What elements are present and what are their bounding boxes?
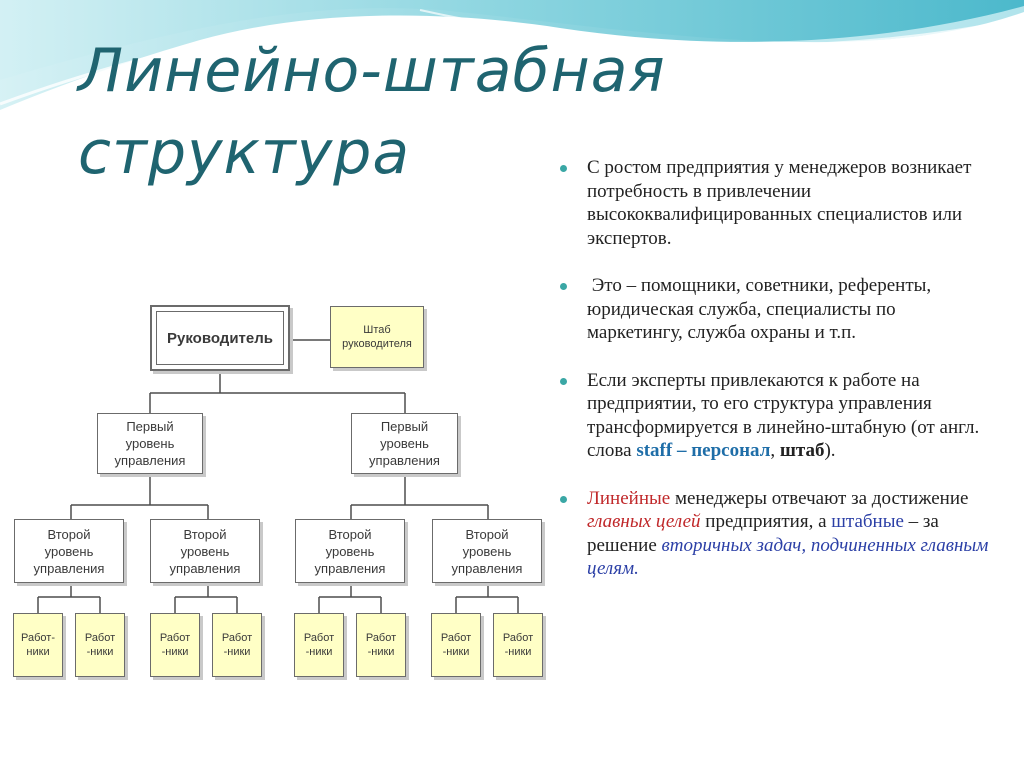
- slide-title-line1: Линейно-штабная: [78, 36, 666, 106]
- level2-4-line2: уровень: [462, 543, 512, 559]
- head-label: Руководитель: [167, 329, 273, 347]
- level1-left-line3: управления: [114, 453, 186, 468]
- staff-box: Штаб руководителя: [330, 306, 424, 368]
- level1-right-line3: управления: [369, 453, 440, 468]
- workers-3-line1: Работ: [159, 632, 191, 644]
- level2-box-2: Второй уровень управления: [150, 519, 260, 583]
- workers-8-line2: -ники: [504, 646, 532, 658]
- workers-box-8: Работ -ники: [493, 613, 543, 677]
- workers-4-line1: Работ: [221, 632, 253, 644]
- bullet-3-end: ).: [824, 440, 836, 461]
- bullet-2-text: Это – помощники, советники, референты, ю…: [587, 275, 936, 343]
- bullet-item-1: С ростом предприятия у менеджеров возник…: [556, 156, 996, 250]
- head-box-inner: Руководитель: [156, 311, 284, 365]
- level2-box-4: Второй уровень управления: [432, 519, 542, 583]
- slide-title-line2: структура: [78, 118, 411, 188]
- level2-3-line3: управления: [314, 560, 386, 576]
- workers-box-2: Работ -ники: [75, 613, 125, 677]
- workers-8-line1: Работ: [502, 632, 534, 644]
- workers-7-line2: -ники: [442, 646, 470, 658]
- org-chart-connectors: [37, 339, 519, 613]
- workers-2-line1: Работ: [84, 632, 116, 644]
- level2-3-line2: уровень: [325, 543, 375, 559]
- workers-5-line2: -ники: [305, 646, 333, 658]
- workers-box-4: Работ -ники: [212, 613, 262, 677]
- workers-1-line1: Работ-: [21, 632, 55, 644]
- workers-6-line2: -ники: [367, 646, 395, 658]
- level2-1-line3: управления: [33, 560, 105, 576]
- level1-right-line2: уровень: [380, 436, 429, 451]
- level2-2-line1: Второй: [183, 526, 227, 542]
- workers-box-3: Работ -ники: [150, 613, 200, 677]
- workers-2-line2: -ники: [86, 646, 114, 658]
- workers-1-line2: ники: [26, 646, 50, 658]
- level2-3-line1: Второй: [328, 526, 372, 542]
- bullet-dot: [560, 165, 567, 172]
- level2-2-line2: уровень: [180, 543, 230, 559]
- workers-4-line2: -ники: [223, 646, 251, 658]
- staff-term: staff – персонал: [636, 440, 771, 461]
- secondary-tasks-term: вторичных задач, подчиненных главным цел…: [587, 534, 989, 580]
- bullet-item-4: Линейные менеджеры отвечают за достижени…: [556, 487, 996, 581]
- bullet-1-text: С ростом предприятия у менеджеров возник…: [587, 157, 972, 249]
- level1-right-line1: Первый: [380, 419, 429, 434]
- bullet-dot: [560, 283, 567, 290]
- level1-left-line2: уровень: [125, 436, 175, 451]
- level1-box-left: Первый уровень управления: [97, 413, 203, 474]
- level2-1-line1: Второй: [47, 526, 91, 542]
- workers-3-line2: -ники: [161, 646, 189, 658]
- workers-6-line1: Работ: [365, 632, 397, 644]
- workers-box-1: Работ- ники: [13, 613, 63, 677]
- wave-decoration: [0, 0, 1024, 110]
- bullet-3-text: Если эксперты привлекаются к работе на п…: [587, 369, 980, 462]
- head-box: Руководитель: [150, 305, 290, 371]
- level1-box-right: Первый уровень управления: [351, 413, 458, 474]
- staff-label-1: Штаб: [363, 324, 391, 336]
- level2-1-line2: уровень: [44, 543, 94, 559]
- level2-box-1: Второй уровень управления: [14, 519, 124, 583]
- staff-label-2: руководителя: [342, 338, 412, 350]
- workers-5-line1: Работ: [303, 632, 335, 644]
- org-chart: Руководитель Штаб руководителя Первый ур…: [8, 293, 556, 703]
- bullet-4-mid1: менеджеры отвечают за достижение: [670, 487, 974, 509]
- bullet-list: С ростом предприятия у менеджеров возник…: [556, 156, 996, 605]
- level2-4-line3: управления: [451, 560, 523, 576]
- staff-managers-term: штабные: [831, 511, 904, 532]
- bullet-dot: [560, 495, 567, 503]
- main-goals-term: главных целей: [587, 511, 701, 532]
- workers-7-line1: Работ: [440, 632, 472, 644]
- workers-box-6: Работ -ники: [356, 613, 406, 677]
- bullet-4-mid3: – за решение: [587, 511, 944, 556]
- bullet-3-comma: ,: [770, 440, 780, 461]
- workers-box-5: Работ -ники: [294, 613, 344, 677]
- bullet-item-2: Это – помощники, советники, референты, ю…: [556, 274, 996, 345]
- linear-term: Линейные: [587, 487, 671, 509]
- level2-2-line3: управления: [169, 560, 241, 576]
- bullet-item-3: Если эксперты привлекаются к работе на п…: [556, 369, 996, 463]
- level2-4-line1: Второй: [465, 526, 509, 542]
- bullet-dot: [560, 377, 567, 385]
- level1-left-line1: Первый: [126, 419, 174, 434]
- shtab-term: штаб: [779, 440, 825, 461]
- bullet-4-mid2: предприятия, а: [700, 511, 832, 532]
- level2-box-3: Второй уровень управления: [295, 519, 405, 583]
- workers-box-7: Работ -ники: [431, 613, 481, 677]
